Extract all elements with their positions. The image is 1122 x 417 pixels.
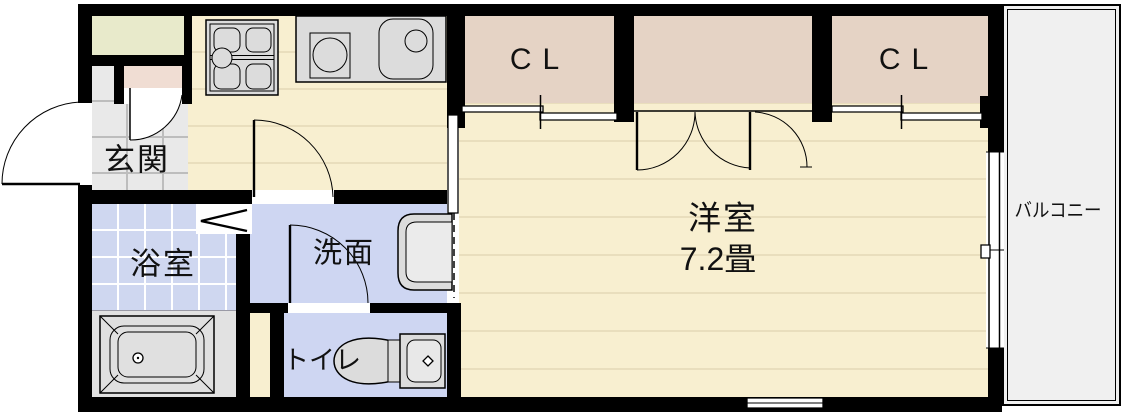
- wall-closet-right-stub: [980, 96, 1002, 128]
- wall-toilet-left: [270, 313, 284, 397]
- storage-box: [92, 16, 184, 55]
- wall-closet-divider-right: [812, 16, 832, 122]
- room-bathroom: [92, 204, 236, 310]
- western-room-size: 7.2畳: [679, 241, 757, 277]
- wall-left-lower: [78, 185, 92, 412]
- niche-shelf: [124, 66, 182, 88]
- wall-niche-right: [182, 66, 192, 104]
- wall-left-upper: [78, 4, 92, 103]
- entrance-door: [2, 102, 80, 184]
- wall-closet-divider-left: [614, 16, 634, 122]
- western-room-label: 洋室: [688, 199, 758, 237]
- closet-left-label: CL: [509, 43, 571, 76]
- wall-top: [78, 4, 1002, 16]
- wall-niche-top: [92, 55, 192, 66]
- wall-bottom: [78, 397, 1002, 412]
- hall-bedroom-divider: [448, 115, 458, 298]
- wall-toilet-right: [447, 303, 461, 397]
- washroom-toilet-opening: [288, 303, 370, 313]
- washroom-label: 洗面: [312, 237, 376, 270]
- wall-kitchen-closet: [447, 16, 465, 128]
- room-kitchen-hall: [188, 16, 447, 192]
- wall-storage-right: [184, 16, 192, 66]
- niche-opening: [124, 88, 182, 104]
- bathroom-label: 浴室: [130, 246, 196, 282]
- hall-washroom-opening: [252, 190, 334, 204]
- entrance-label: 玄関: [104, 142, 170, 178]
- wall-right-upper: [988, 4, 1002, 152]
- corridor-strip: [250, 313, 270, 397]
- bathtub-area: [92, 310, 236, 398]
- wall-right-lower: [988, 348, 1002, 412]
- toilet-label: トイレ: [282, 345, 362, 375]
- balcony: [1002, 4, 1121, 406]
- closet-left: [465, 16, 614, 103]
- balcony-label: バルコニー: [1014, 200, 1102, 222]
- entrance-opening: [78, 103, 92, 185]
- bath-door-patch: [196, 204, 252, 234]
- balcony-inner-line: [1007, 9, 1116, 401]
- wall-bath-right: [236, 204, 250, 397]
- closet-right: [832, 16, 988, 103]
- closet-middle: [634, 16, 812, 103]
- closet-right-label: CL: [878, 43, 940, 76]
- wall-niche-left: [114, 66, 124, 104]
